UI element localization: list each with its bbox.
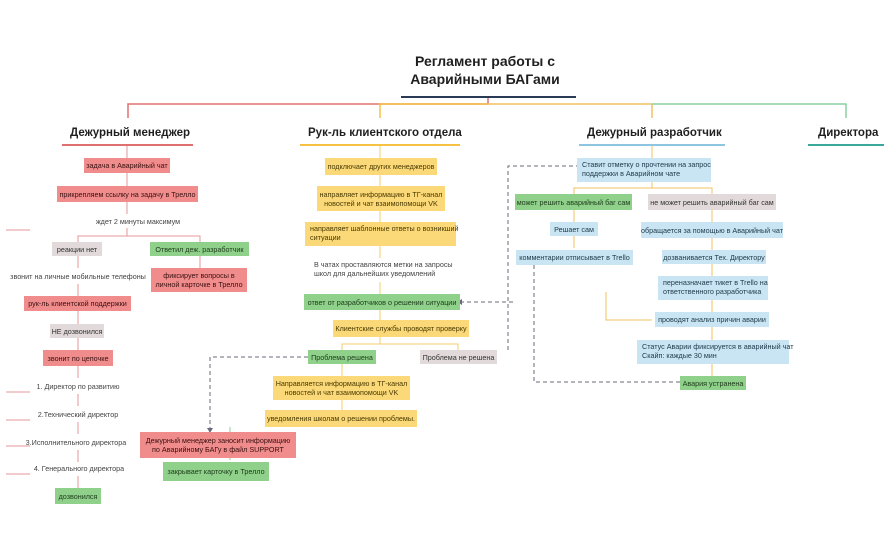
templates-line-2: ситуации [310,233,341,242]
fix-questions-line-2: личной карточке в Трелло [155,280,243,289]
chat-marks-line-1: В чатах проставляются метки на запросы [314,260,453,269]
mark-read-line-2: поддержки в Аварийном чате [582,169,681,178]
node-solve-self: Решает сам [550,222,598,236]
send-after-line-2: новостей и чат взаимопомощи VK [284,388,399,397]
node-call-tech-director: дозванивается Тех. Директору [662,250,766,264]
node-connect-managers: подключает других менеджеров [325,158,437,175]
node-problem-not-solved: Проблема не решена [420,350,497,364]
templates-line-1: направляет шаблонные ответы о возникший [310,224,459,233]
mark-read-line-1: Ставит отметку о прочтении на запрос [582,160,711,169]
branch-support: Рук-ль клиентского отдела [308,127,462,139]
node-problem-solved: Проблема решена [308,350,376,364]
branch-manager-underline [62,144,193,146]
status-line-2: Скайп: каждые 30 мин [642,351,717,360]
map-title: Регламент работы с Аварийными БАГами [380,52,590,88]
node-comment-trello: комментарии отписывает в Trello [516,250,633,265]
node-notify-schools: уведомления школам о решении проблемы. [265,410,417,427]
fix-questions-line-1: фиксирует вопросы в [163,271,235,280]
node-send-info-after: Направляется информацию в ТГ-канал новос… [273,376,410,400]
chat-marks-line-2: школ для дальнейших уведомлений [314,269,436,278]
send-info-line-2: новостей и чат взаимопомощи VK [324,198,438,208]
node-templates: направляет шаблонные ответы о возникший … [305,222,459,246]
node-close-card: закрывает карточку в Трелло [163,462,269,481]
node-fix-questions: фиксирует вопросы в личной карточке в Тр… [151,268,247,292]
branch-directors-underline [808,144,884,146]
node-director-2: 2.Технический директор [37,409,119,419]
node-can-solve: может решить аварийный баг сам [515,194,632,210]
send-after-line-1: Направляется информацию в ТГ-канал [275,379,408,388]
title-line-2: Аварийными БАГами [410,71,560,87]
branch-support-underline [300,144,460,146]
node-mark-read: Ставит отметку о прочтении на запрос под… [577,158,711,182]
node-ask-help: обращается за помощью в Аварийный чат [641,222,783,238]
branch-developer-underline [579,144,725,146]
node-reached: дозвонился [55,488,101,504]
branch-manager: Дежурный менеджер [70,127,190,139]
status-line-1: Статус Аварии фиксируется в аварийный ча… [642,342,794,351]
node-director-4: 4. Генерального директора [33,463,125,473]
node-dev-answer: ответ от разработчиков о решении ситуаци… [304,294,460,310]
node-director-3: 3.Исполнительного директора [25,437,127,447]
reassign-line-2: ответственного разработчика [663,287,762,296]
node-attach-link: прикрепляем ссылку на задачу в Трелло [57,186,198,202]
node-accident-resolved: Авария устранена [680,376,746,390]
node-analysis: проводят анализ причин аварии [655,312,769,327]
node-call-chain: звонит по цепочке [43,350,113,366]
node-cannot-solve: не может решить аварийный баг сам [648,194,776,210]
title-underline [401,96,576,98]
node-call-phones: звонит на личные мобильные телефоны [10,271,146,281]
node-support-head: рук-ль клиентской поддержки [24,296,131,311]
node-client-check: Клиентские службы проводят проверку [333,320,469,337]
node-reassign-ticket: переназначает тикет в Trello на ответств… [658,276,768,300]
node-wait: ждет 2 минуты максимум [95,216,181,226]
record-line-1: Дежурный менеджер заносит информацию [145,436,291,445]
node-dev-answered: Ответил деж. разработчик [150,242,249,256]
node-chat-marks: В чатах проставляются метки на запросы ш… [309,258,454,282]
title-line-1: Регламент работы с [415,53,555,69]
node-status-skype: Статус Аварии фиксируется в аварийный ча… [637,340,794,364]
node-send-info: направляет информацию в ТГ-канал новосте… [317,186,445,211]
send-info-line-1: направляет информацию в ТГ-канал [319,189,443,199]
node-task-chat: задача в Аварийный чат [84,158,170,173]
record-line-2: по Аварийному БАГу в файл SUPPORT [152,445,284,454]
branch-directors: Директора [818,127,879,139]
node-director-1: 1. Директор по развитию [36,381,120,391]
node-record-support: Дежурный менеджер заносит информацию по … [140,432,296,458]
node-not-reached: НЕ дозвонился [50,324,104,338]
branch-developer: Дежурный разработчик [587,127,722,139]
reassign-line-1: переназначает тикет в Trello на [663,278,768,287]
node-no-reaction: реакции нет [52,242,102,256]
